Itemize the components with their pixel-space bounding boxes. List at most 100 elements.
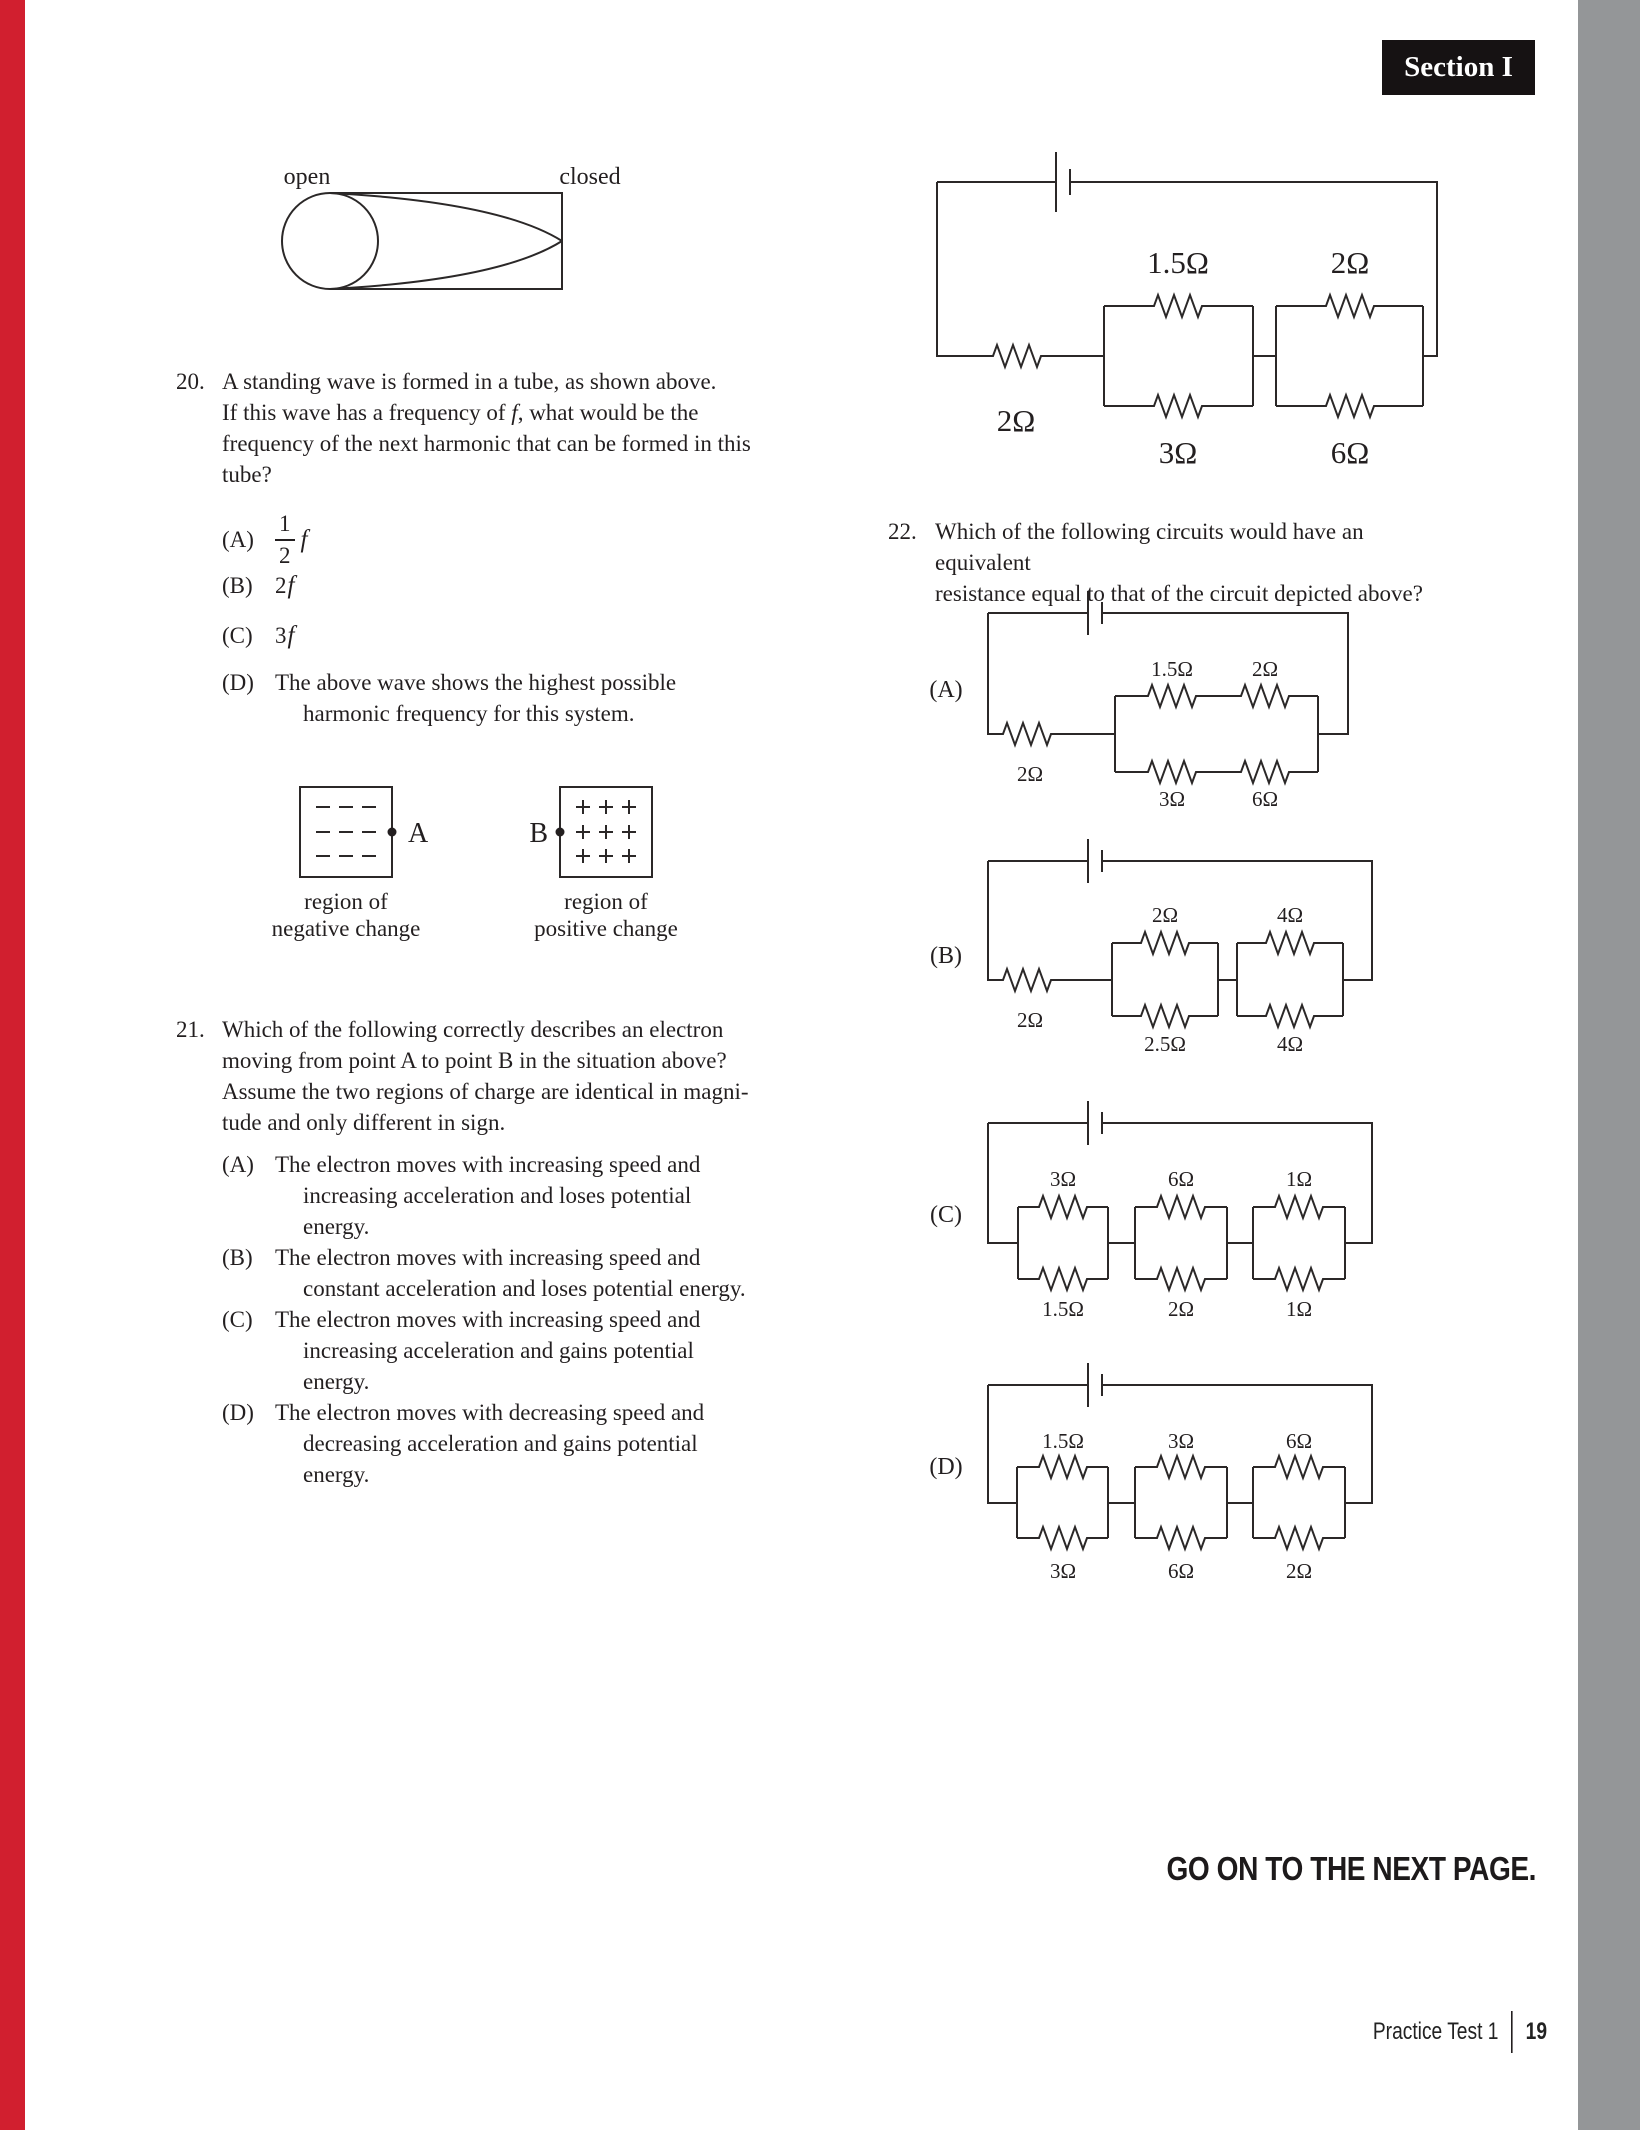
point-b-dot	[555, 827, 565, 837]
resistor-icon	[1148, 294, 1208, 318]
right-gray-stripe	[1578, 0, 1640, 2130]
resistor-value: 3Ω	[1050, 1167, 1076, 1191]
resistor-icon	[1151, 1267, 1211, 1291]
page-number: 19	[1525, 2018, 1547, 2045]
resistor-icon	[1033, 1195, 1093, 1219]
resistor-value: 3Ω	[1159, 435, 1198, 470]
resistor-value: 2Ω	[1017, 1008, 1043, 1032]
resistor-icon	[1235, 760, 1295, 784]
resistor-value: 3Ω	[1050, 1559, 1076, 1583]
battery-icon	[1055, 152, 1071, 212]
page-footer: Practice Test 1 19	[1269, 2010, 1547, 2054]
resistor-icon	[1135, 931, 1195, 955]
battery-icon	[1087, 838, 1103, 884]
resistor-icon	[1269, 1195, 1329, 1219]
q20-option-d: (D) The above wave shows the highest pos…	[222, 670, 677, 726]
q22-option-a-label: (A)	[929, 677, 962, 703]
negative-caption-line2: negative change	[272, 916, 421, 941]
resistor-value: 2.5Ω	[1144, 1032, 1186, 1056]
question-21-line: moving from point A to point B in the si…	[222, 1048, 727, 1073]
resistor-icon	[1033, 1267, 1093, 1291]
resistor-icon	[1269, 1455, 1329, 1479]
q22-circuit-c: (C) 3Ω 6Ω 1Ω 1.5Ω 2Ω 1Ω	[930, 1100, 1373, 1321]
resistor-value: 4Ω	[1277, 903, 1303, 927]
resistor-value: 1.5Ω	[1042, 1297, 1084, 1321]
resistor-value: 2Ω	[1152, 903, 1178, 927]
negative-caption-line1: region of	[304, 889, 388, 914]
resistor-value: 6Ω	[1331, 435, 1370, 470]
resistor-icon	[1235, 684, 1295, 708]
tube-open-end-circle	[281, 192, 379, 290]
resistor-icon	[1320, 294, 1380, 318]
resistor-icon	[997, 968, 1057, 992]
question-22-number: 22.	[888, 519, 917, 544]
q20-option-a: (A) 1 2 f	[222, 504, 307, 576]
resistor-icon	[1269, 1526, 1329, 1550]
resistor-icon	[1148, 394, 1208, 418]
section-tag: Section I	[1382, 40, 1535, 95]
resistor-value: 3Ω	[1159, 787, 1185, 811]
minus-signs	[316, 806, 376, 857]
q22-option-d-label: (D)	[929, 1454, 962, 1480]
question-20-line: frequency of the next harmonic that can …	[222, 431, 751, 456]
resistor-icon	[1142, 684, 1202, 708]
resistor-value: 3Ω	[1168, 1429, 1194, 1453]
resistor-value: 2Ω	[1017, 762, 1043, 786]
question-22-line: resistance equal to that of the circuit …	[935, 581, 1423, 606]
q20-option-a-label: (A)	[222, 527, 254, 552]
resistor-icon	[987, 344, 1047, 368]
resistor-value: 6Ω	[1252, 787, 1278, 811]
q21-option-c: (C) The electron moves with increasing s…	[222, 1307, 701, 1394]
question-21-number: 21.	[176, 1017, 205, 1042]
q22-option-c-label: (C)	[930, 1202, 962, 1228]
tube-figure: open closed	[281, 164, 621, 290]
battery-icon	[1087, 1362, 1103, 1408]
question-22-line: Which of the following circuits would ha…	[935, 519, 1364, 575]
resistor-value: 1Ω	[1286, 1167, 1312, 1191]
plus-signs	[576, 800, 636, 863]
resistor-icon	[1260, 1004, 1320, 1028]
resistor-value: 4Ω	[1277, 1032, 1303, 1056]
question-20-line: tube?	[222, 462, 272, 487]
q21-option-d: (D) The electron moves with decreasing s…	[222, 1400, 705, 1487]
resistor-icon	[1269, 1267, 1329, 1291]
question-20-line: If this wave has a frequency of f, what …	[222, 400, 699, 425]
q22-circuit-b: (B) 2Ω 4Ω 2Ω 2.5Ω 4Ω	[930, 838, 1373, 1056]
resistor-value: 1.5Ω	[1042, 1429, 1084, 1453]
question-22: 22. Which of the following circuits woul…	[888, 516, 1458, 609]
footer-test-label: Practice Test 1	[1372, 2018, 1499, 2045]
point-a-label: A	[408, 818, 429, 849]
resistor-icon	[1033, 1455, 1093, 1479]
resistor-icon	[1151, 1455, 1211, 1479]
resistor-icon	[1033, 1526, 1093, 1550]
resistor-value: 6Ω	[1168, 1559, 1194, 1583]
resistor-icon	[997, 722, 1057, 746]
main-circuit: 1.5Ω 2Ω 2Ω 3Ω 6Ω	[936, 152, 1438, 470]
resistor-icon	[1135, 1004, 1195, 1028]
resistor-icon	[1142, 760, 1202, 784]
q20-option-b: (B) 2f	[222, 572, 295, 599]
q22-circuit-a: (A) 1.5Ω 2Ω 2Ω 3Ω 6Ω	[929, 590, 1349, 811]
q21-option-a: (A) The electron moves with increasing s…	[222, 1152, 701, 1239]
q20-option-c: (C) 3f	[222, 622, 295, 649]
fraction-one-half: 1 2	[275, 511, 295, 569]
resistor-value: 1Ω	[1286, 1297, 1312, 1321]
resistor-value: 2Ω	[997, 403, 1036, 438]
resistor-icon	[1151, 1195, 1211, 1219]
resistor-icon	[1151, 1526, 1211, 1550]
q22-circuit-d: (D) 1.5Ω 3Ω 6Ω 3Ω 6Ω 2Ω	[929, 1362, 1373, 1583]
go-on-instruction: GO ON TO THE NEXT PAGE.	[1166, 1850, 1537, 1887]
point-b-label: B	[529, 818, 548, 849]
resistor-value: 2Ω	[1331, 245, 1370, 280]
circuits-figure: 1.5Ω 2Ω 2Ω 3Ω 6Ω (A) 1.5Ω 2Ω 2Ω 3Ω 6Ω (B…	[929, 152, 1438, 1583]
q21-options: (A) The electron moves with increasing s…	[222, 1149, 842, 1490]
resistor-value: 6Ω	[1168, 1167, 1194, 1191]
resistor-value: 1.5Ω	[1147, 245, 1209, 280]
tube-closed-label: closed	[559, 164, 620, 190]
tube-open-label: open	[284, 164, 331, 190]
question-21: 21. Which of the following correctly des…	[176, 1014, 836, 1138]
left-red-stripe	[0, 0, 25, 2130]
resistor-icon	[1260, 931, 1320, 955]
positive-caption-line1: region of	[564, 889, 648, 914]
